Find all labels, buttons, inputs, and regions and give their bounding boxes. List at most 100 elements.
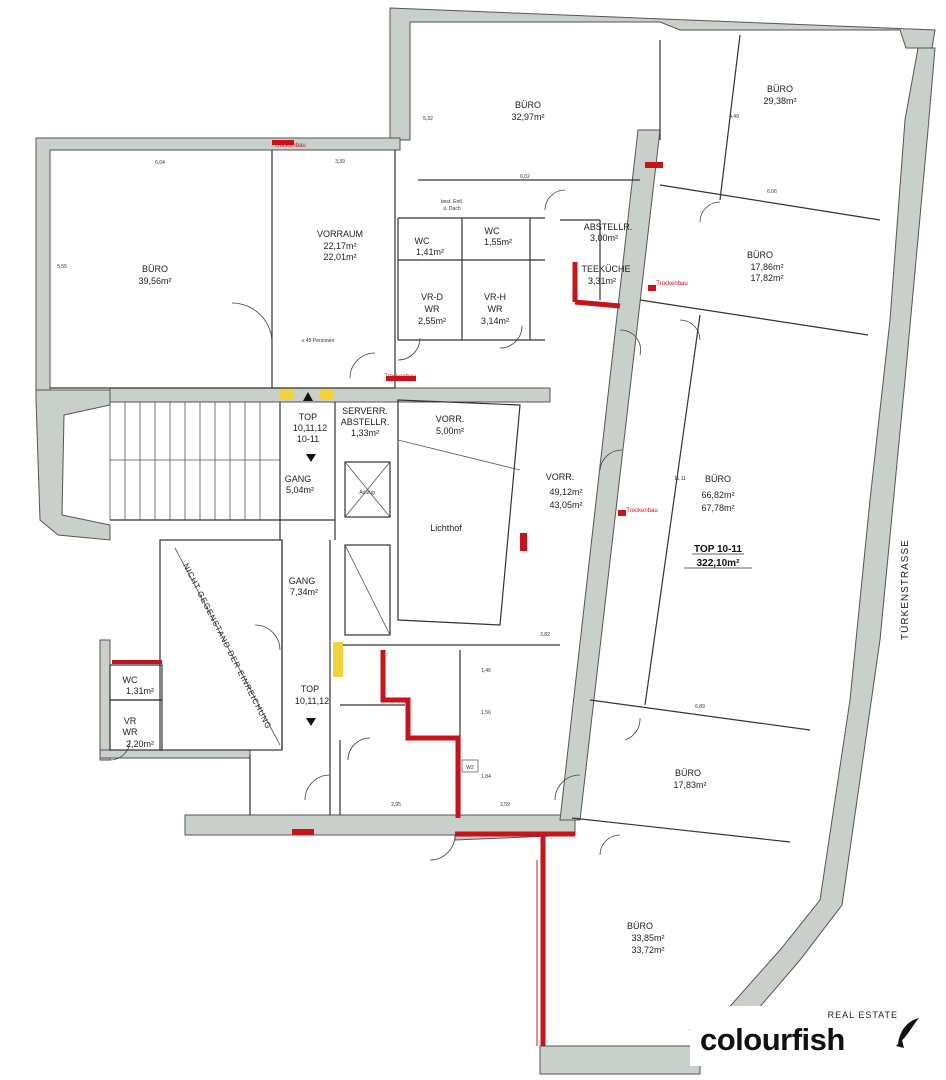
aufzug-label: Aufzug (359, 490, 375, 496)
room-buero-nw-area: 39,56m² (138, 276, 171, 286)
room-buero-se-name: BÜRO (675, 768, 701, 778)
dim-14: 4,49 (729, 114, 739, 120)
room-buero-s-area1: 33,85m² (631, 933, 664, 943)
dim-15: 11,11 (674, 476, 686, 482)
room-buero-ne-name: BÜRO (767, 84, 793, 94)
best-entl-note: best. Entl. (441, 199, 463, 205)
dim-10: 1,56 (481, 710, 491, 716)
stair-up-arrow-icon (303, 392, 313, 401)
dim-9: 1,46 (481, 668, 491, 674)
room-wc2-area: 1,55m² (484, 237, 512, 247)
trockenbau-note-2: Trockenbau (384, 374, 415, 380)
top-stair-line2: 10,11,12 (293, 423, 327, 433)
stair-down-arrow-icon (306, 454, 316, 462)
dimensions: 6,04 3,39 6,02 6,06 6,89 3,82 2,95 2,59 … (57, 114, 777, 808)
room-buero-big-area2: 67,78m² (701, 503, 734, 513)
room-buero-nw-name: BÜRO (142, 264, 168, 274)
top-lower-line2: 10,11,12 (295, 696, 329, 706)
room-vorr-big-name: VORR. (546, 472, 575, 482)
room-abstell-area: 3,00m² (590, 233, 618, 243)
room-buero-e1-area1: 17,86m² (750, 262, 783, 272)
door-swings (109, 189, 721, 861)
room-teekueche-area: 3,31m² (588, 276, 616, 286)
red-drywall-lines (112, 140, 663, 1046)
room-labels: BÜRO 39,56m² VORRAUM 22,17m² 22,01m² BÜR… (123, 84, 797, 955)
room-buero-se-area: 17,83m² (673, 780, 706, 790)
room-vorr-big-area1: 49,12m² (549, 487, 582, 497)
interior-walls (50, 34, 881, 843)
room-gang2-name: GANG (289, 576, 316, 586)
w2-label: W2 (466, 765, 474, 771)
room-vorr-small-area: 5,00m² (436, 426, 464, 436)
stair-down-arrow-lower-icon (306, 718, 316, 726)
room-vrd-name: VR-D (421, 292, 443, 302)
room-vorraum-name: VORRAUM (317, 229, 363, 239)
dim-8: 2,59 (500, 802, 510, 808)
room-gang1-area: 5,04m² (286, 485, 314, 495)
room-buero-e1-name: BÜRO (747, 250, 773, 260)
dim-13: 5,55 (57, 264, 67, 270)
trockenbau-note-1: Trockenbau (274, 143, 305, 149)
room-abstell-name: ABSTELLR. (584, 222, 633, 232)
room-vrh-name: VR-H (484, 292, 506, 302)
fish-logo-icon (896, 1018, 919, 1048)
not-in-scope-note: NICHT GEGENSTAND DER EINREICHUNG (181, 562, 273, 731)
room-buero-n-area: 32,97m² (511, 112, 544, 122)
trockenbau-note-4: Trockenbau (626, 508, 657, 514)
room-vr-wr-name: VR (124, 716, 137, 726)
top-lower-line1: TOP (301, 684, 319, 694)
dim-3: 6,02 (520, 174, 530, 180)
room-wc3-name: WC (123, 675, 138, 685)
dim-11: 1,84 (481, 774, 491, 780)
dim-5: 6,89 (695, 704, 705, 710)
room-vorr-big-area2: 43,05m² (549, 500, 582, 510)
room-vorraum-area1: 22,17m² (323, 241, 356, 251)
room-buero-e1-area2: 17,82m² (750, 273, 783, 283)
room-gang2-area: 7,34m² (290, 587, 318, 597)
dim-6: 3,82 (540, 632, 550, 638)
room-gang1-name: GANG (285, 474, 312, 484)
room-wc2-name: WC (485, 226, 500, 236)
dim-7: 2,95 (391, 802, 401, 808)
top-label-line2: 322,10m² (697, 558, 740, 569)
room-buero-ne-area: 29,38m² (763, 96, 796, 106)
top-stair-line3: 10-11 (297, 434, 319, 444)
dim-12: 5,32 (423, 116, 433, 122)
room-wc1-area: 1,41m² (416, 247, 444, 257)
yellow-markers (280, 390, 343, 677)
dim-4: 6,06 (767, 189, 777, 195)
logo-wordmark: colourfish (700, 1022, 845, 1057)
room-vrd-area: 2,55m² (418, 316, 446, 326)
room-serverr-name: SERVERR. (342, 406, 388, 416)
room-serverr-area: 1,33m² (351, 428, 379, 438)
room-wc3-area: 1,31m² (126, 686, 154, 696)
room-buero-s-name: BÜRO (627, 921, 653, 931)
room-vr-wr-area: 2,20m² (126, 739, 154, 749)
room-vrh-sub: WR (488, 304, 503, 314)
room-vorraum-area2: 22,01m² (323, 252, 356, 262)
trockenbau-note-3: Trockenbau (656, 281, 687, 287)
occupancy-note: ≤ 45 Personen (302, 338, 335, 344)
top-label-line1: TOP 10-11 (694, 544, 742, 555)
room-serverr-sub: ABSTELLR. (341, 417, 390, 427)
room-vorr-small-name: VORR. (436, 414, 465, 424)
room-buero-big-name: BÜRO (705, 474, 731, 484)
top-stair-line1: TOP (299, 412, 317, 422)
lichthof-label: Lichthof (430, 523, 462, 533)
brand-logo: REAL ESTATE colourfish (690, 1006, 926, 1066)
room-buero-n-name: BÜRO (515, 100, 541, 110)
logo-tagline: REAL ESTATE (827, 1010, 898, 1020)
dim-1: 6,04 (155, 160, 165, 166)
dim-2: 3,39 (335, 159, 345, 165)
room-buero-s-area2: 33,72m² (631, 945, 664, 955)
room-teekueche-name: TEEKÜCHE (581, 264, 630, 274)
ue-dach-note: ü. Dach (443, 206, 460, 212)
room-vrh-area: 3,14m² (481, 316, 509, 326)
room-vr-wr-sub: WR (123, 727, 138, 737)
street-name: TÜRKENSTRASSE (899, 539, 911, 640)
room-buero-big-area1: 66,82m² (701, 490, 734, 500)
room-wc1-name: WC (415, 236, 430, 246)
exterior-walls (35, 7, 936, 1075)
room-vrd-sub: WR (425, 304, 440, 314)
